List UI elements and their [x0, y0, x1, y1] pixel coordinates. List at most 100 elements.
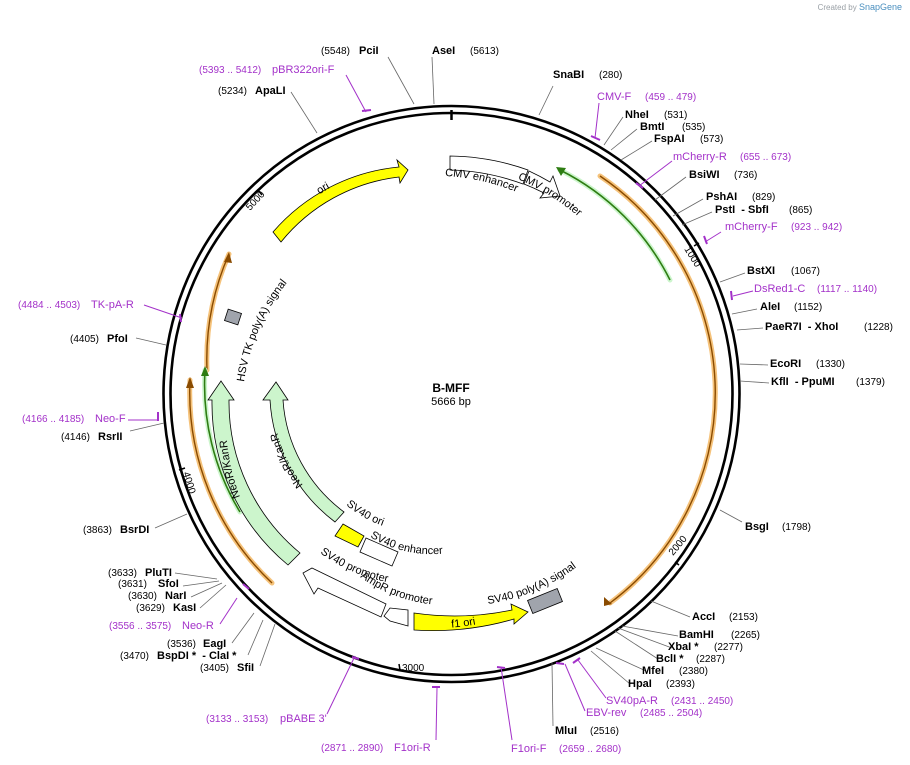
primer-dsred1-c[interactable]: DsRed1-C(1117 .. 1140) — [754, 283, 877, 295]
site-name: MluI — [555, 725, 577, 737]
site-name: SnaBI — [553, 69, 584, 81]
site-nari[interactable]: (3630)NarI — [128, 590, 186, 602]
primer-cmv-f[interactable]: CMV-F(459 .. 479) — [597, 91, 696, 103]
restriction-sites: (5548)PciI AseI(5613) (5234)ApaLI SnaBI (… — [61, 45, 893, 737]
primer-tk-pa-r[interactable]: (4484 .. 4503)TK-pA-R — [18, 299, 134, 311]
site-name: EagI — [203, 638, 226, 650]
site-name: NheI — [625, 109, 649, 121]
cmv-enhancer-feature[interactable]: CMV enhancer — [445, 155, 529, 195]
ori-feature[interactable]: ori — [272, 158, 409, 243]
site-pluti[interactable]: (3633)PluTI — [108, 567, 172, 579]
primer-neo-f[interactable]: (4166 .. 4185)Neo-F — [22, 413, 126, 425]
site-pos: (4405) — [70, 334, 99, 345]
primer-mcherry-f[interactable]: mCherry-F(923 .. 942) — [725, 221, 842, 233]
site-bmti[interactable]: BmtI (535) — [640, 121, 705, 133]
site-name: PfoI — [107, 333, 128, 345]
site-pshai[interactable]: PshAI(829) — [706, 191, 775, 203]
plasmid-length: 5666 bp — [431, 396, 471, 408]
site-pos: (280) — [599, 70, 622, 81]
site-bcli[interactable]: BclI *(2287) — [656, 653, 725, 665]
site-pos: (535) — [682, 122, 705, 133]
site-nhei[interactable]: NheI (531) — [625, 109, 687, 121]
site-name: BamHI — [679, 629, 714, 641]
site-name: BstXI — [747, 265, 775, 277]
site-name: AleI — [760, 301, 780, 313]
site-asei[interactable]: AseI(5613) — [432, 45, 499, 57]
site-name: BmtI — [640, 121, 664, 133]
primer-name: TK-pA-R — [91, 299, 134, 311]
site-paer7i-xhoi[interactable]: PaeR7I - XhoI(1228) — [765, 321, 893, 333]
site-pos: (531) — [664, 110, 687, 121]
hsv-tk-polya-feature[interactable]: HSV TK poly(A) signal — [223, 277, 289, 383]
site-bstxi[interactable]: BstXI (1067) — [747, 265, 820, 277]
primer-pbr322ori-f[interactable]: (5393 .. 5412)pBR322ori-F — [199, 64, 335, 76]
site-bamhi[interactable]: BamHI(2265) — [679, 629, 760, 641]
snapgene-credit: Created by SnapGene — [818, 2, 902, 12]
site-pos: (2380) — [679, 666, 708, 677]
sv40-polya-feature[interactable]: SV40 poly(A) signal — [486, 560, 578, 615]
site-pcii[interactable]: (5548)PciI — [321, 45, 379, 57]
site-eagi[interactable]: (3536) EagI — [167, 638, 226, 650]
site-pos: (1152) — [794, 302, 822, 313]
site-name: PluTI — [145, 567, 172, 579]
site-bspdi-clai[interactable]: (3470)BspDI * - ClaI * — [120, 650, 237, 662]
site-acci[interactable]: AccI(2153) — [692, 611, 758, 623]
site-pfoi[interactable]: (4405) PfoI — [70, 333, 128, 345]
site-bsiwi[interactable]: BsiWI(736) — [689, 169, 757, 181]
site-sfoi[interactable]: (3631)SfoI — [118, 578, 179, 590]
site-pos: (1379) — [856, 377, 885, 388]
site-mlui[interactable]: MluI(2516) — [555, 725, 619, 737]
site-rsrii[interactable]: (4146)RsrII — [61, 431, 122, 443]
primer-pbabe-3[interactable]: (3133 .. 3153)pBABE 3' — [206, 713, 327, 725]
site-name: PciI — [359, 45, 379, 57]
backbone — [162, 104, 741, 684]
site-mfei[interactable]: MfeI (2380) — [642, 665, 708, 677]
site-pos: (573) — [700, 134, 723, 145]
site-sfii[interactable]: (3405)SfiI — [200, 662, 254, 674]
primer-pos: (2871 .. 2890) — [321, 743, 383, 754]
primer-name: mCherry-R — [673, 151, 727, 163]
primer-name: F1ori-R — [394, 742, 431, 754]
site-kasi[interactable]: (3629)KasI — [136, 602, 196, 614]
site-apali[interactable]: (5234)ApaLI — [218, 85, 286, 97]
orf-arcs — [186, 173, 718, 606]
site-xbai[interactable]: XbaI *(2277) — [668, 641, 743, 653]
site-pos: (3631) — [118, 579, 147, 590]
primer-pos: (2485 .. 2504) — [640, 708, 702, 719]
primer-mcherry-r[interactable]: mCherry-R(655 .. 673) — [673, 151, 791, 163]
f1-ori-feature[interactable]: f1 ori — [413, 603, 529, 631]
primer-pos: (2431 .. 2450) — [671, 696, 733, 707]
site-name: MfeI — [642, 665, 664, 677]
primer-sv40pa-r[interactable]: SV40pA-R(2431 .. 2450) — [606, 695, 733, 707]
site-pos: (1067) — [791, 266, 820, 277]
primer-f1ori-r[interactable]: (2871 .. 2890) F1ori-R — [321, 742, 431, 754]
primer-name: Neo-R — [182, 620, 214, 632]
f1-ori-label: f1 ori — [451, 616, 477, 631]
site-kfli-ppumi[interactable]: KflI - PpuMI(1379) — [771, 376, 885, 388]
plasmid-name: B-MFF — [432, 381, 469, 395]
credit-text: Created by — [817, 3, 857, 12]
neor-kanr-feature-2[interactable]: NeoR/KanR — [262, 381, 345, 523]
primer-pos: (5393 .. 5412) — [199, 65, 261, 76]
site-bsrdi[interactable]: (3863)BsrDI — [83, 524, 149, 536]
site-alei[interactable]: AleI (1152) — [760, 301, 822, 313]
site-ecori[interactable]: EcoRI(1330) — [770, 358, 845, 370]
svg-text:SV40 ori: SV40 ori — [344, 498, 386, 529]
site-name: BspDI * - ClaI * — [157, 650, 237, 662]
site-psti-sbfi[interactable]: PstI - SbfI(865) — [715, 204, 812, 216]
site-fspai[interactable]: FspAI(573) — [654, 133, 723, 145]
site-name: ApaLI — [255, 85, 286, 97]
primer-ebv-rev[interactable]: EBV-rev(2485 .. 2504) — [586, 707, 702, 719]
site-name: AseI — [432, 45, 455, 57]
site-hpai[interactable]: HpaI(2393) — [628, 678, 695, 690]
site-pos: (4146) — [61, 432, 90, 443]
primer-neo-r[interactable]: (3556 .. 3575)Neo-R — [109, 620, 214, 632]
site-bsgi[interactable]: BsgI(1798) — [745, 521, 811, 533]
tick-5000: 5000 — [244, 189, 268, 213]
primer-f1ori-f[interactable]: F1ori-F(2659 .. 2680) — [511, 743, 621, 755]
primer-name: Neo-F — [95, 413, 126, 425]
site-snabi[interactable]: SnaBI (280) — [553, 69, 622, 81]
sv40-enhancer-feature[interactable]: SV40 enhancer — [359, 529, 443, 567]
site-pos: (3536) — [167, 639, 196, 650]
